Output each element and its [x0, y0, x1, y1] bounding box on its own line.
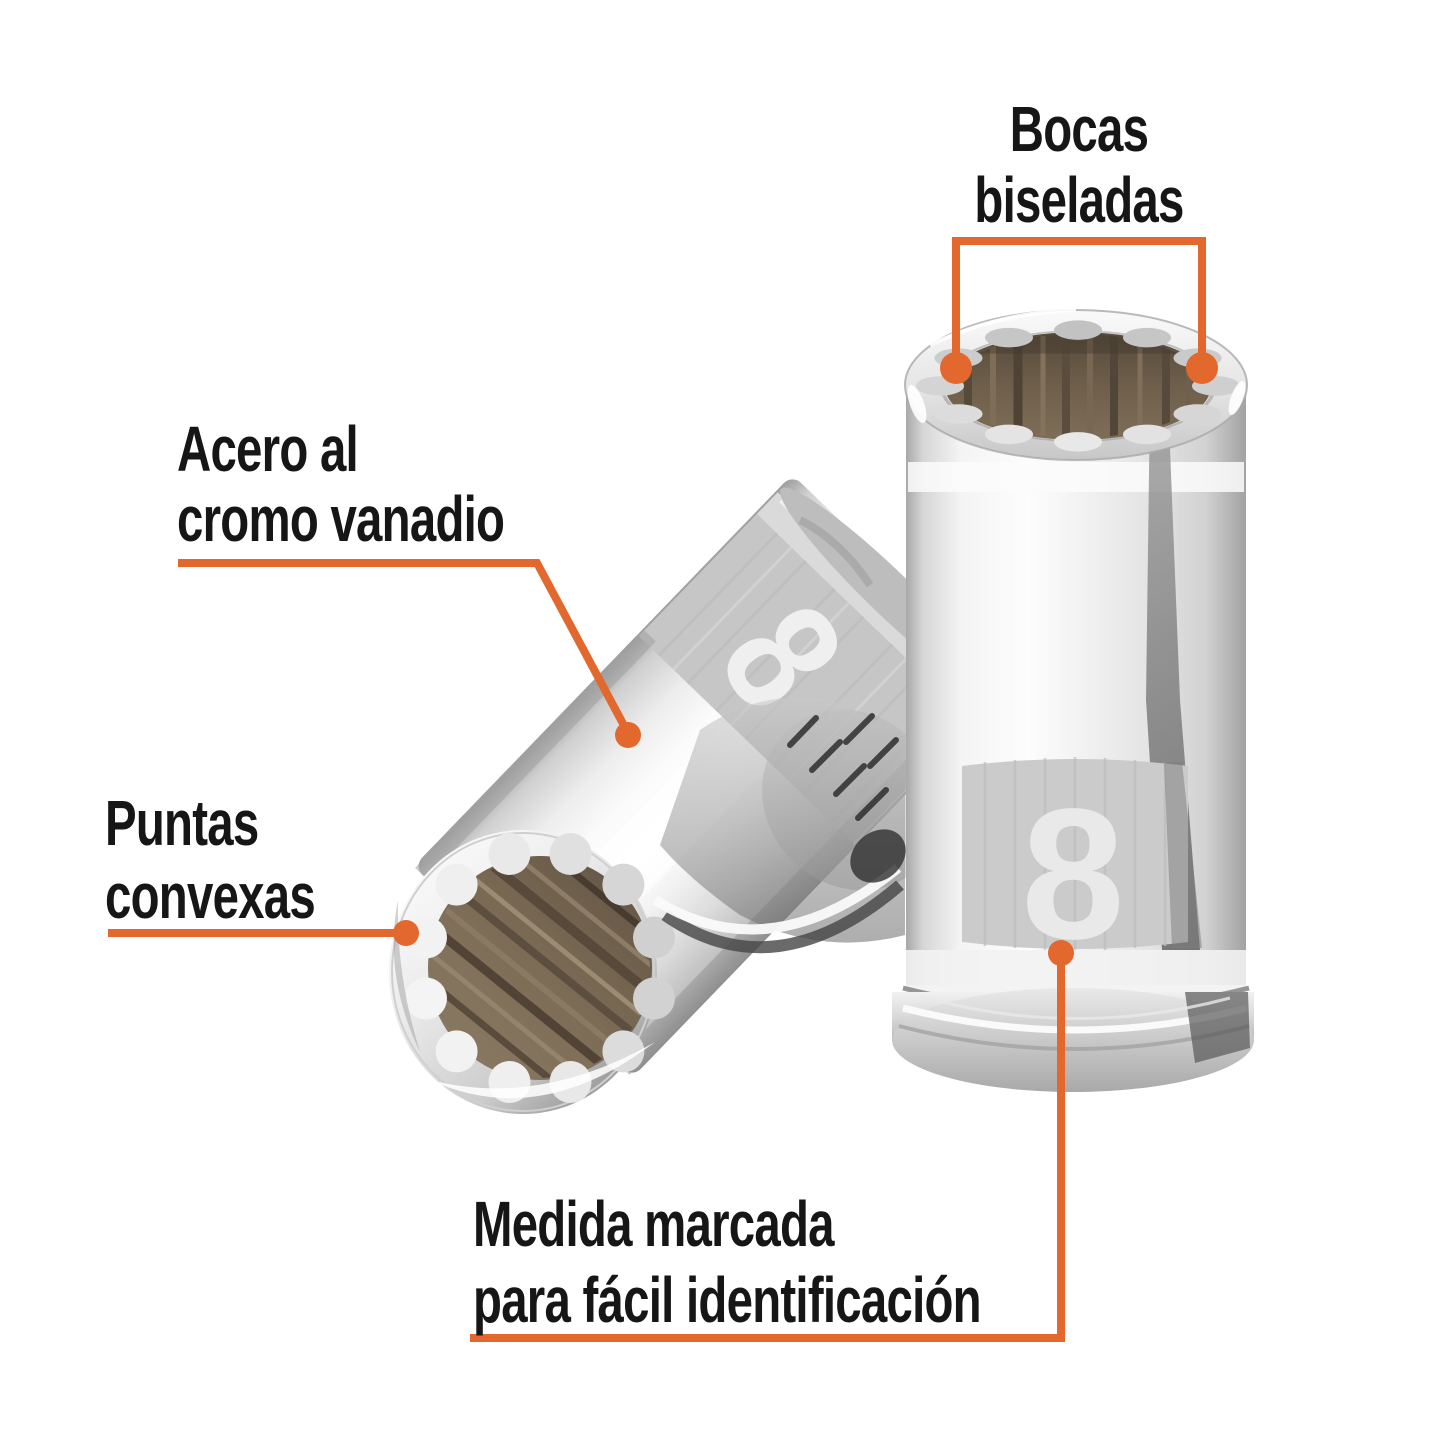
callout-dots: [393, 352, 1218, 966]
label-line: Medida marcada: [473, 1188, 835, 1260]
label-line: para fácil identificación: [473, 1264, 982, 1336]
callout-label-medida-marcada: Medida marcada para fácil identificación: [473, 1186, 982, 1338]
callout-label-bocas-biseladas: Bocas biseladas: [931, 94, 1227, 236]
acero-dot: [615, 722, 641, 748]
label-line: Bocas: [1009, 93, 1149, 165]
socket-upright-bore: [945, 332, 1211, 440]
bocas-bracket-line: [952, 237, 1206, 364]
acero-callout-line: [178, 559, 632, 735]
socket-upright-base: [892, 950, 1254, 1092]
medida-callout-line: [470, 955, 1065, 1342]
rear-reflection-detail: [652, 516, 942, 954]
label-line: biseladas: [974, 164, 1184, 236]
face-bottom-highlight: [430, 1042, 655, 1099]
bocas-right-dot: [1186, 352, 1218, 384]
puntas-dot: [393, 920, 419, 946]
socket-lying-face: [389, 830, 675, 1114]
label-line: Puntas: [105, 787, 259, 859]
knurl-marks: [787, 713, 899, 821]
socket-upright: 8: [892, 308, 1254, 1092]
socket-upright-size-label: 8: [1021, 771, 1124, 978]
label-line: cromo vanadio: [177, 483, 505, 555]
callout-label-acero-cromo-vanadio: Acero al cromo vanadio: [177, 413, 505, 555]
callout-lines: [108, 237, 1206, 1342]
medida-dot: [1048, 940, 1074, 966]
panel-brushed-texture: [983, 757, 1167, 951]
label-line: Acero al: [177, 413, 359, 485]
label-line: convexas: [105, 860, 316, 932]
socket-upright-marking-panel: 8: [962, 757, 1202, 978]
bocas-left-dot: [940, 352, 972, 384]
callout-label-puntas-convexas: Puntas convexas: [105, 787, 316, 933]
face-left-shade: [393, 900, 420, 1052]
